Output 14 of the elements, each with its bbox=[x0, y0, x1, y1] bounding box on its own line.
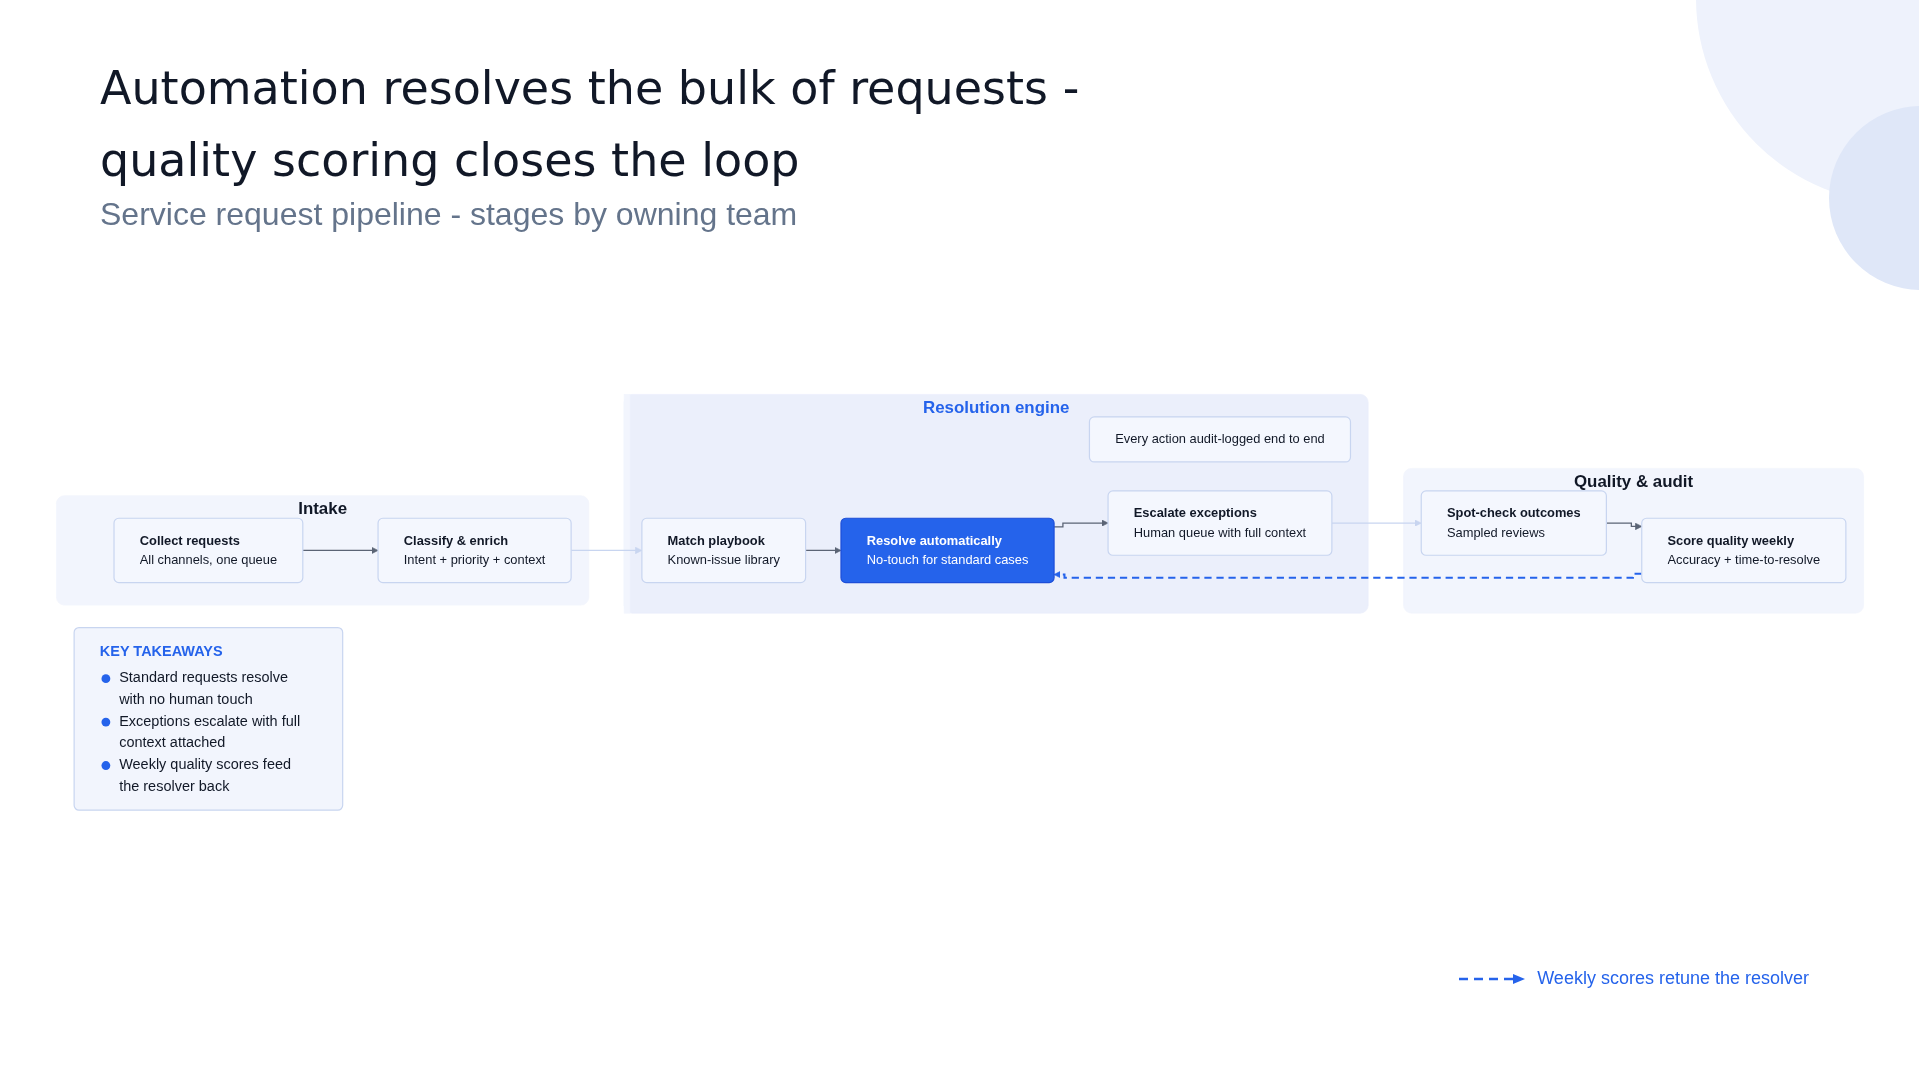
node-box: Score quality weekly Accuracy + time-to-resolve bbox=[1641, 517, 1847, 583]
node-box: Classify & enrich Intent + priority + context bbox=[377, 517, 572, 583]
subtitle: Service request pipeline - stages by owning team bbox=[100, 196, 798, 233]
node-box: Resolve automatically No-touch for standard cases bbox=[840, 517, 1055, 583]
node-box: KEY TAKEAWAYS Standard requests resolve with no human touch Exceptions escalate with full context attached Weekly quality scores feed the resolver back bbox=[73, 626, 344, 811]
arrow bbox=[302, 546, 379, 554]
title: Automation resolves the bulk of requests - quality scoring closes the loop bbox=[100, 60, 1081, 189]
node-box: Every action audit-logged end to end bbox=[1088, 416, 1352, 463]
node-box: Collect requests All channels, one queue bbox=[113, 517, 304, 583]
node-box: Escalate exceptions Human queue with full context bbox=[1107, 490, 1333, 556]
node-box: Match playbook Known-issue library bbox=[641, 517, 807, 583]
legend-label: Weekly scores retune the resolver bbox=[1537, 968, 1809, 989]
node-box: Spot-check outcomes Sampled reviews bbox=[1420, 490, 1607, 556]
arrow bbox=[1331, 519, 1422, 527]
